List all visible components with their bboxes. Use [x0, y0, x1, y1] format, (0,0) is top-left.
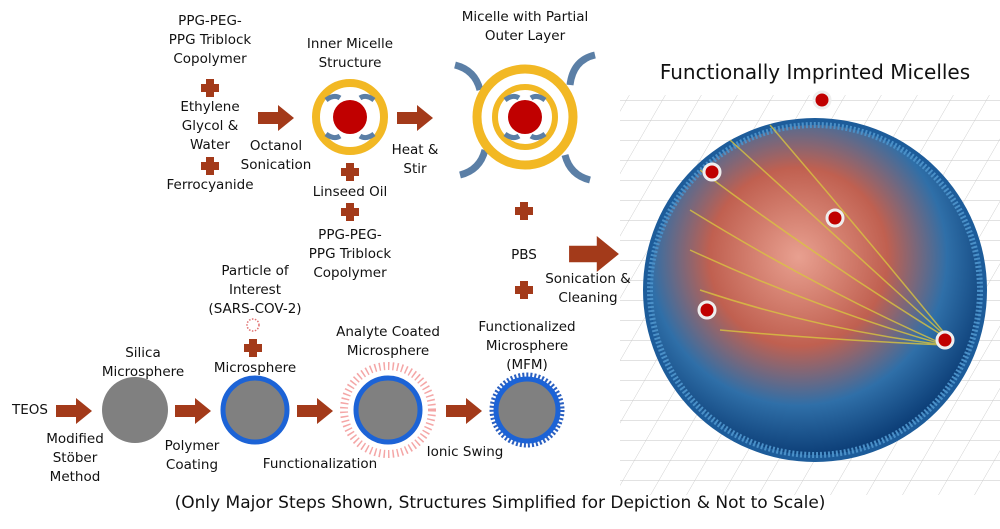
- step-octanol-sonication-label: Octanol Sonication: [240, 138, 312, 173]
- arrow-icon: [569, 236, 619, 272]
- polymer-microsphere-graphic: [220, 375, 290, 445]
- plus-icon: [201, 79, 219, 97]
- plus-icon: [244, 339, 262, 357]
- microsphere-label: Microsphere: [213, 360, 297, 376]
- inner-micelle-label: Inner Micelle Structure: [306, 36, 394, 71]
- mfm-graphic: [489, 372, 565, 448]
- step-stober-label: Modified Stöber Method: [46, 431, 104, 485]
- step-sonication-cleaning-label: Sonication & Cleaning: [545, 271, 631, 306]
- arrow-icon: [446, 398, 482, 424]
- inner-micelle-graphic: [312, 79, 388, 155]
- start-teos-label: TEOS: [12, 402, 48, 418]
- mfm-label: Functionalized Microsphere (MFM): [478, 319, 576, 373]
- caption: (Only Major Steps Shown, Structures Simp…: [174, 493, 826, 513]
- plus-icon: [341, 163, 359, 181]
- silica-microsphere-label: Silica Microsphere: [101, 345, 185, 380]
- reagent-copolymer-label: PPG-PEG- PPG Triblock Copolymer: [168, 13, 252, 67]
- arrow-icon: [397, 105, 433, 131]
- silica-microsphere-graphic: [102, 377, 168, 443]
- plus-icon: [201, 157, 219, 175]
- arrow-icon: [258, 105, 294, 131]
- reagent-copolymer-2-label: PPG-PEG- PPG Triblock Copolymer: [308, 227, 392, 281]
- step-ionic-swing-label: Ionic Swing: [426, 444, 504, 460]
- partial-micelle-graphic: [453, 51, 596, 184]
- reagent-pbs-label: PBS: [511, 247, 537, 263]
- analyte-microsphere-label: Analyte Coated Microsphere: [336, 324, 440, 359]
- plus-icon: [515, 202, 533, 220]
- particle-of-interest-label: Particle of Interest (SARS-COV-2): [208, 263, 302, 317]
- plus-icon: [515, 281, 533, 299]
- arrow-icon: [175, 398, 211, 424]
- arrow-icon: [297, 398, 333, 424]
- partial-micelle-label: Micelle with Partial Outer Layer: [461, 9, 589, 44]
- reagent-glycol-water-label: Ethylene Glycol & Water: [180, 99, 240, 153]
- plus-icon: [341, 203, 359, 221]
- reagent-ferrocyanide-label: Ferrocyanide: [166, 177, 254, 193]
- imprinted-micelle-graphic: [620, 90, 1000, 495]
- result-title: Functionally Imprinted Micelles: [659, 60, 971, 84]
- step-functionalization-label: Functionalization: [262, 456, 378, 472]
- analyte-microsphere-graphic: [340, 362, 436, 458]
- step-polymer-coating-label: Polymer Coating: [164, 438, 220, 473]
- step-heat-stir-label: Heat & Stir: [391, 142, 439, 177]
- arrow-icon: [56, 398, 92, 424]
- reagent-linseed-oil-label: Linseed Oil: [312, 184, 388, 200]
- virus-particle-graphic: [246, 318, 260, 332]
